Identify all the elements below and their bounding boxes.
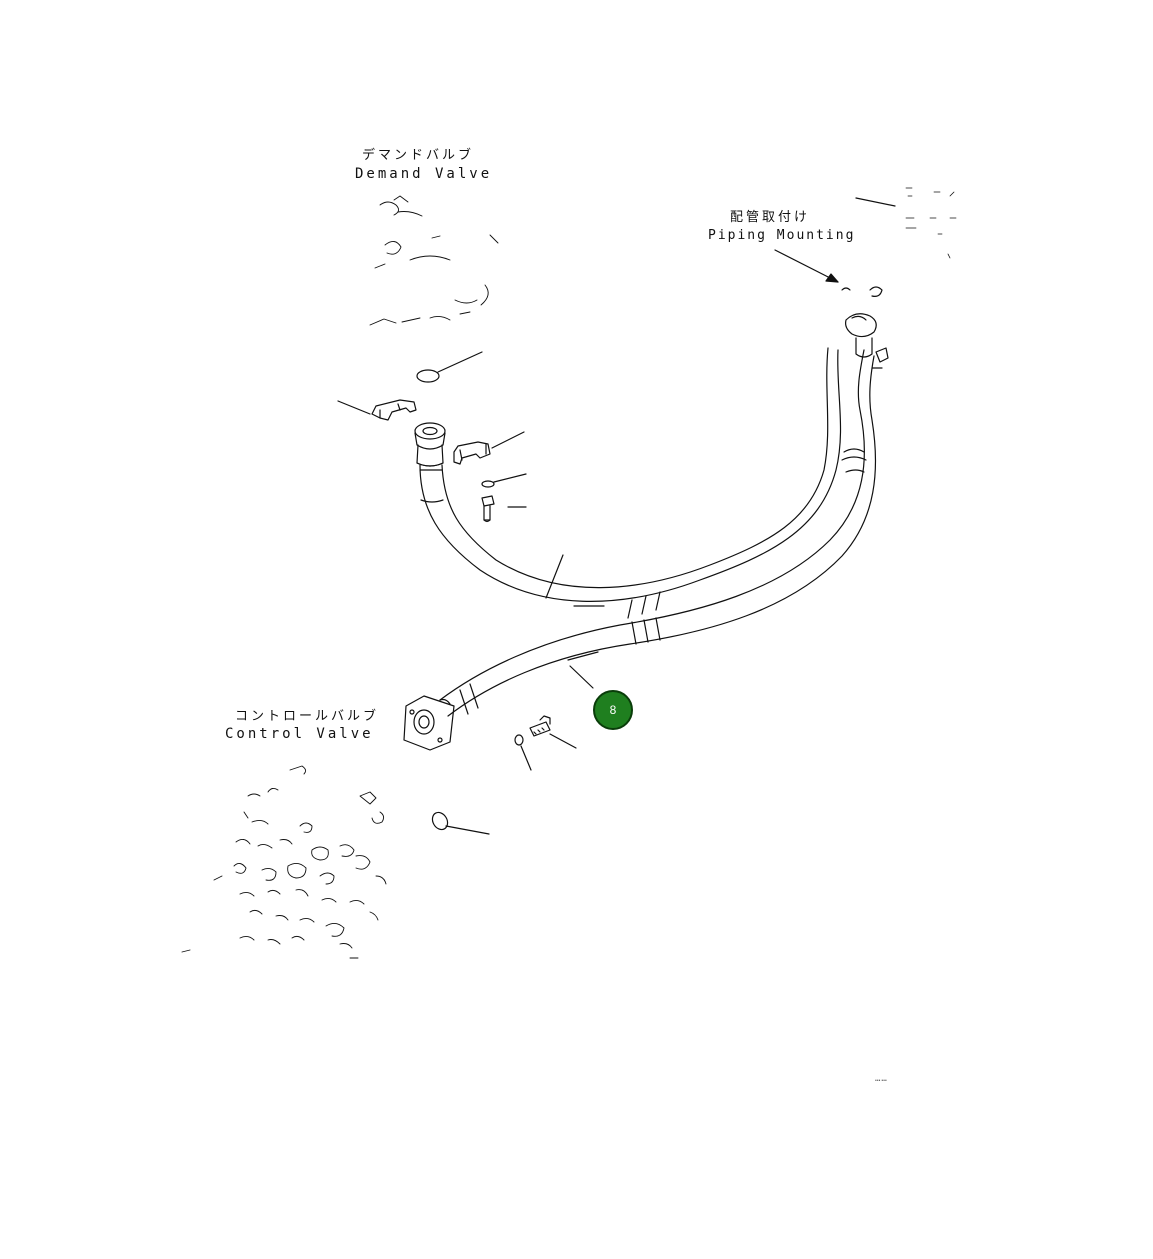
clamp-half-right bbox=[453, 441, 491, 465]
piping-mounting-arrow bbox=[774, 249, 839, 283]
piping-end-fitting bbox=[841, 286, 889, 369]
demand-valve-label: Demand Valve bbox=[355, 166, 493, 182]
control-valve-label: Control Valve bbox=[225, 726, 374, 742]
o-ring-bottom bbox=[431, 811, 449, 831]
washer-top bbox=[481, 480, 495, 488]
piping-mounting-label: Piping Mounting bbox=[708, 228, 856, 243]
flange-top bbox=[414, 422, 446, 467]
hose-upper bbox=[419, 347, 867, 619]
hose-lower bbox=[439, 349, 877, 717]
o-ring-top bbox=[416, 369, 440, 383]
faint-reference-marks bbox=[905, 187, 957, 259]
bolt-top bbox=[481, 495, 495, 523]
clamp-half-left bbox=[371, 399, 417, 421]
control-valve-label-jp: コントロールバルブ bbox=[235, 709, 380, 724]
washer-bottom bbox=[514, 734, 524, 746]
flange-bottom bbox=[403, 695, 455, 751]
piping-mounting-label-jp: 配管取付け bbox=[730, 210, 811, 225]
drawing-code: …… bbox=[875, 1074, 888, 1084]
control-valve-sketch bbox=[181, 765, 387, 959]
bolt-bottom bbox=[529, 715, 551, 737]
demand-valve-label-jp: デマンドバルブ bbox=[362, 148, 475, 163]
part-callout-8[interactable]: 8 bbox=[593, 690, 633, 730]
demand-valve-sketch bbox=[369, 195, 499, 326]
